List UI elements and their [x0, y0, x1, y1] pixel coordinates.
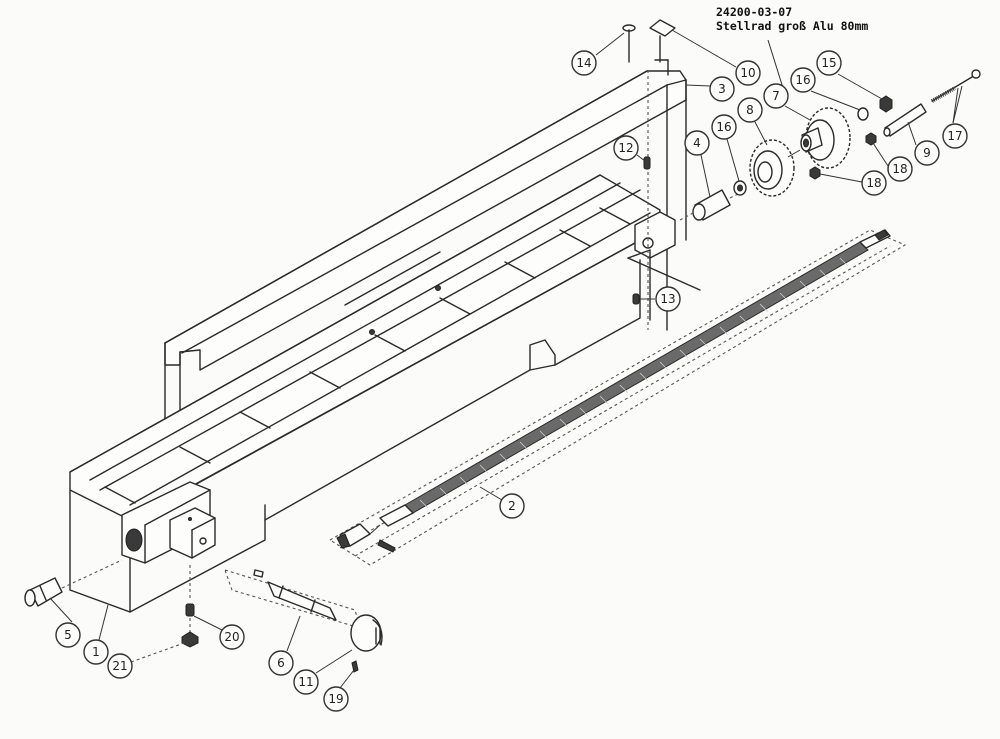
small-gear — [749, 139, 795, 197]
callout-18: 18 — [887, 156, 913, 182]
svg-text:12: 12 — [618, 141, 633, 155]
svg-text:5: 5 — [64, 628, 72, 642]
washer-16b — [857, 107, 869, 121]
svg-text:3: 3 — [718, 82, 726, 96]
svg-text:16: 16 — [795, 73, 810, 87]
callout-12: 12 — [613, 135, 639, 161]
bushing — [679, 189, 741, 221]
svg-text:9: 9 — [923, 146, 931, 160]
svg-text:4: 4 — [693, 136, 701, 150]
handwheel-shaft — [224, 569, 361, 629]
annotation-leader — [767, 39, 784, 89]
callout-21: 21 — [107, 653, 133, 679]
svg-text:2: 2 — [508, 499, 516, 513]
set-screw-12 — [643, 156, 651, 170]
callout-1: 1 — [83, 639, 109, 665]
callout-6: 6 — [268, 650, 294, 676]
large-gear — [787, 107, 851, 169]
callout-2: 2 — [499, 493, 525, 519]
callout-17: 17 — [942, 123, 968, 149]
callout-10: 10 — [735, 60, 761, 86]
nut-15 — [879, 95, 893, 113]
handwheel-knob — [350, 614, 383, 673]
svg-text:19: 19 — [328, 692, 343, 706]
set-screw-20 — [181, 565, 199, 648]
callout-19: 19 — [323, 686, 349, 712]
svg-text:17: 17 — [947, 129, 962, 143]
svg-text:18: 18 — [892, 162, 907, 176]
nut-18a — [865, 132, 877, 146]
svg-text:11: 11 — [298, 675, 313, 689]
callout-16b: 16 — [790, 67, 816, 93]
callout-20: 20 — [219, 624, 245, 650]
svg-text:18: 18 — [866, 176, 881, 190]
svg-text:7: 7 — [772, 89, 780, 103]
screw-14 — [622, 24, 636, 63]
nut-18b — [809, 166, 821, 180]
svg-text:20: 20 — [224, 630, 239, 644]
bed-ways — [69, 174, 661, 521]
svg-text:15: 15 — [821, 56, 836, 70]
set-screw-13 — [632, 293, 640, 305]
callout-16: 16 — [711, 114, 737, 140]
callout-9: 9 — [914, 140, 940, 166]
spacer-sleeve — [883, 103, 927, 137]
callout-8: 8 — [737, 97, 763, 123]
callout-14: 14 — [571, 50, 597, 76]
svg-text:1: 1 — [92, 645, 100, 659]
callout-4: 4 — [684, 130, 710, 156]
callout-5: 5 — [55, 622, 81, 648]
part-annotation: 24200-03-07 Stellrad groß Alu 80mm — [716, 5, 868, 33]
plate-10 — [647, 19, 676, 330]
end-plug — [24, 559, 123, 607]
svg-text:21: 21 — [112, 659, 127, 673]
callout-13: 13 — [655, 286, 681, 312]
bolt-17 — [931, 69, 981, 103]
callout-15: 15 — [816, 50, 842, 76]
svg-text:6: 6 — [277, 656, 285, 670]
callout-18b: 18 — [861, 170, 887, 196]
right-bracket — [627, 211, 701, 321]
svg-text:8: 8 — [746, 103, 754, 117]
callout-11: 11 — [293, 669, 319, 695]
lead-screw — [336, 229, 891, 553]
part-description-label: Stellrad groß Alu 80mm — [716, 19, 869, 33]
callout-3: 3 — [709, 76, 735, 102]
part-number-label: 24200-03-07 — [716, 5, 793, 19]
svg-text:14: 14 — [576, 56, 591, 70]
callout-7: 7 — [763, 83, 789, 109]
callout-leaders — [49, 29, 963, 689]
svg-text:16: 16 — [716, 120, 731, 134]
end-block — [121, 481, 216, 564]
svg-text:10: 10 — [740, 66, 755, 80]
svg-text:13: 13 — [660, 292, 675, 306]
